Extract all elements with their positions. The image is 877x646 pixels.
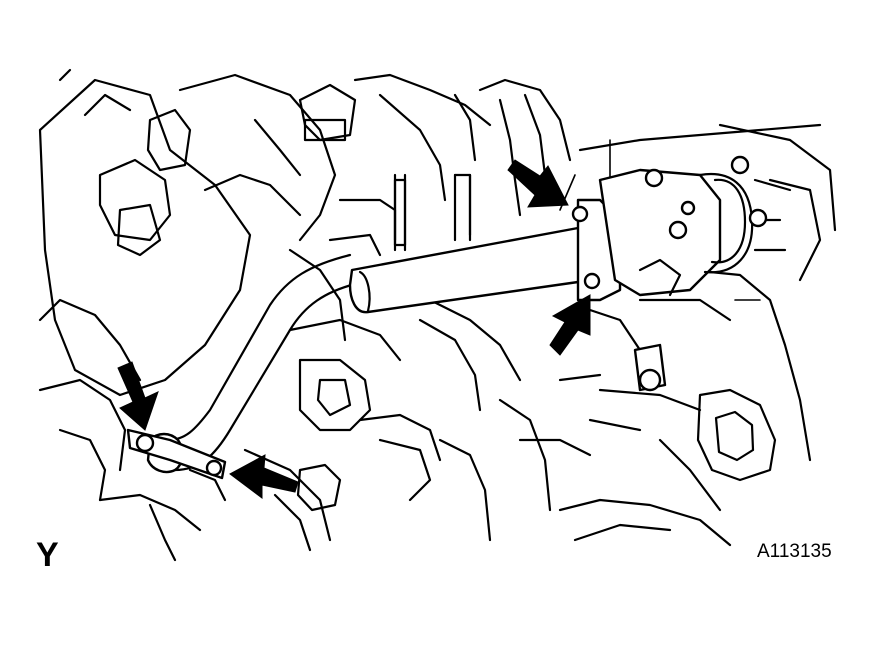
- rods: [393, 173, 472, 252]
- arrow-clamp-bolt-left: [117, 361, 159, 431]
- engine-background-linework: [38, 68, 837, 562]
- arrow-flange-bolt-lower: [549, 294, 591, 356]
- arrow-flange-bolt-upper: [507, 159, 569, 208]
- callout-arrows: [117, 159, 591, 499]
- pipe-assembly: [126, 155, 792, 480]
- arrow-clamp-bolt-right: [229, 454, 299, 499]
- view-label: Y: [36, 536, 59, 574]
- figure-id: A113135: [757, 541, 832, 562]
